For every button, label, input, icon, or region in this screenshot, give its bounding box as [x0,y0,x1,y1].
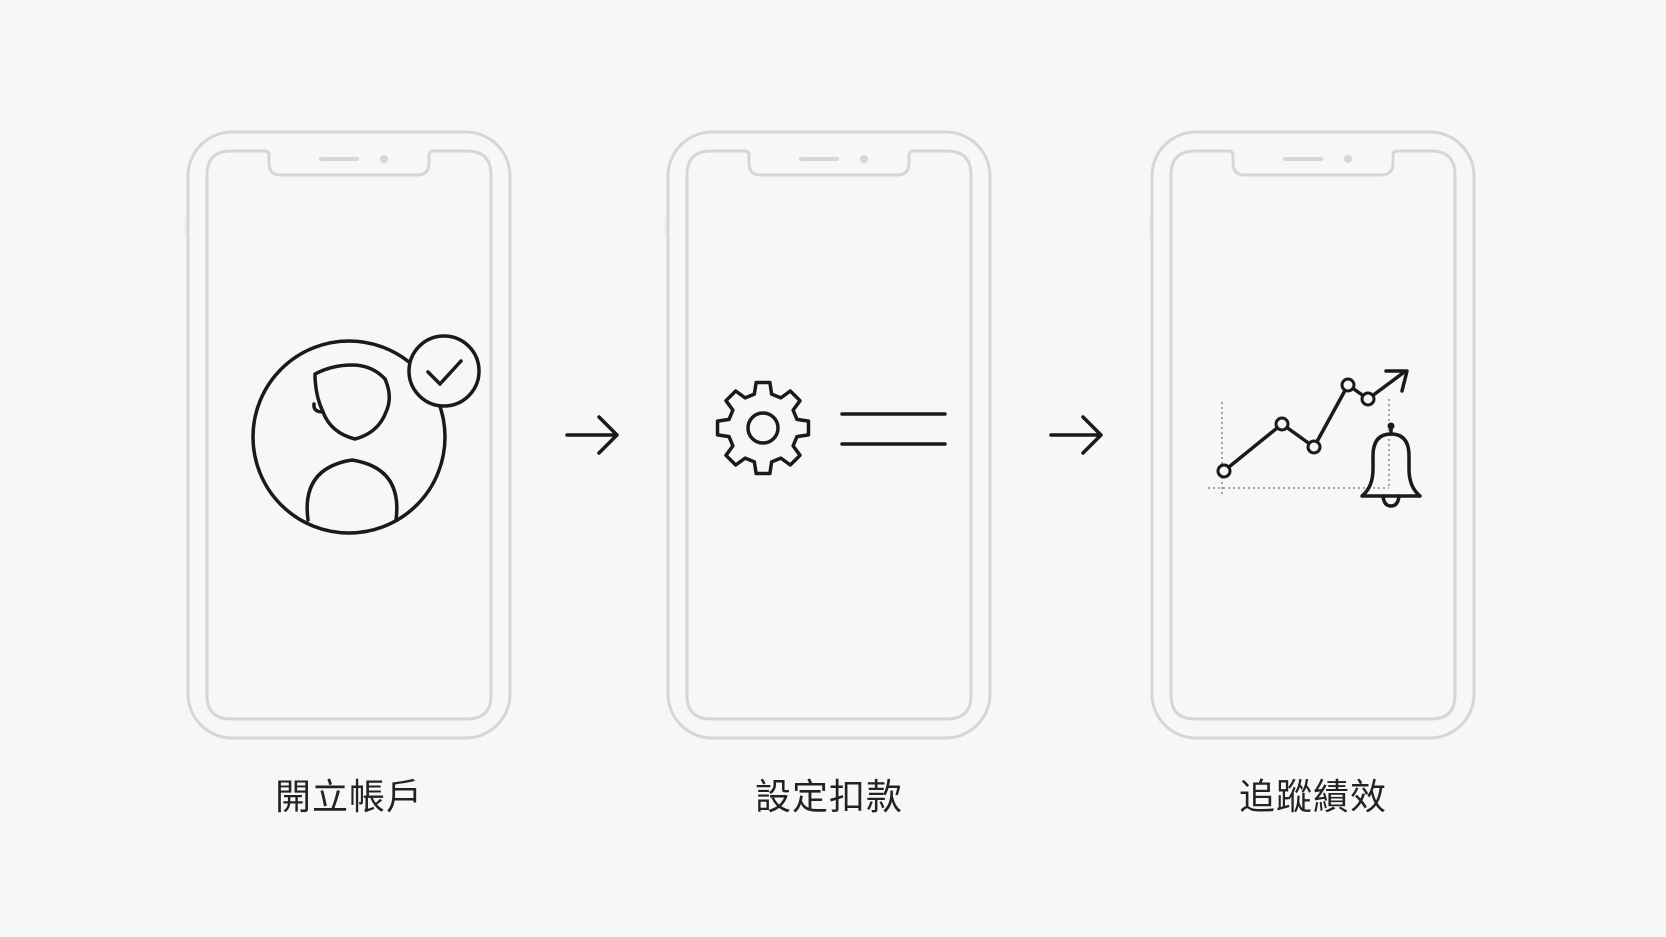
phone-screen-outline [1169,149,1457,721]
gear-settings-icon [715,380,947,476]
gear-hub [746,411,780,445]
step-3-label: 追蹤績效 [1238,777,1387,818]
user-verified-icon [251,334,481,535]
phone-screen-outline [205,149,493,721]
phone-step-3 [1149,129,1477,741]
step-2-label: 設定扣款 [754,777,903,818]
phone-screen-outline [685,149,973,721]
step-1-label: 開立帳戶 [274,777,423,818]
phone-step-1 [185,129,513,741]
performance-chart-bell-icon [1208,369,1422,508]
gear-outline [715,380,811,476]
phone-step-2 [665,129,993,741]
arrow-right-icon [563,413,623,457]
arrow-right-icon [1047,413,1107,457]
